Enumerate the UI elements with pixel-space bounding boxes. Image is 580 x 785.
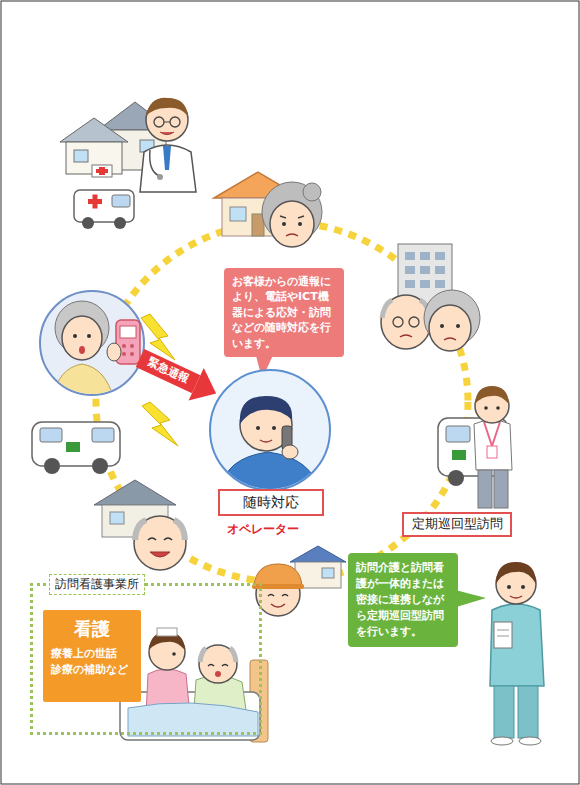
elderly-man <box>381 295 431 349</box>
box-text: 訪問介護と訪問看護が一体的または密接に連携しながら定期巡回型訪問を行います。 <box>356 560 450 640</box>
office-region: 訪問看護事業所看護療養上の世話 診療の補助など <box>30 583 262 735</box>
elderly-woman <box>424 290 480 351</box>
emergency-arrow <box>132 342 223 410</box>
service-box: 看護療養上の世話 診療の補助など <box>43 610 141 702</box>
elderly-man <box>134 516 186 570</box>
box-text: 定期巡回型訪問 <box>408 516 506 532</box>
callout-box: 訪問介護と訪問看護が一体的または密接に連携しながら定期巡回型訪問を行います。 <box>348 553 458 647</box>
status-box: 随時対応 <box>218 489 324 516</box>
box-text: お客様からの通報により、電話やICT機器による応対・訪問などの随時対応を行います… <box>232 274 336 351</box>
lightning <box>141 314 175 360</box>
care-van <box>32 422 120 474</box>
box-heading: 看護 <box>51 618 133 640</box>
box-text: 療養上の世話 診療の補助など <box>51 646 133 679</box>
visiting-nurse <box>490 562 544 745</box>
doctor <box>140 98 196 192</box>
caller-circle <box>40 291 144 400</box>
care-worker <box>474 386 512 508</box>
lightning <box>142 402 178 446</box>
callout-box: お客様からの通報により、電話やICT機器による応対・訪問などの随時対応を行います… <box>224 268 344 357</box>
operator <box>210 370 330 492</box>
nursing-scene <box>120 628 268 742</box>
status-box: 定期巡回型訪問 <box>402 512 512 537</box>
elderly-woman <box>262 182 322 247</box>
box-text: 随時対応 <box>224 493 318 511</box>
box-text: 訪問看護事業所 <box>49 574 145 595</box>
ambulance <box>74 190 134 229</box>
role-label: オペレーター <box>227 522 299 538</box>
alert-label: 緊急通報 <box>142 353 194 389</box>
